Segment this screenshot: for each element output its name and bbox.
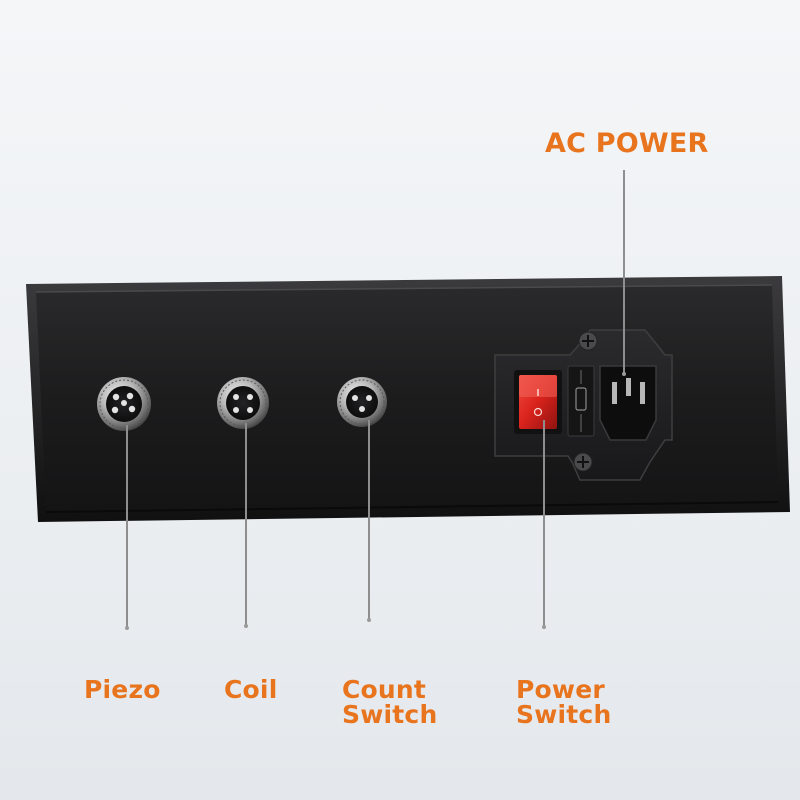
power-switch-label-line-2: Switch: [516, 700, 612, 729]
count-switch-label-line-2: Switch: [342, 700, 438, 729]
piezo-leader-line: [125, 425, 129, 630]
count-switch-label-line-1: Count: [342, 675, 427, 704]
count-switch-connector-icon: [337, 377, 387, 427]
piezo-label: Piezo: [84, 675, 161, 704]
ac-power-label: AC POWER: [545, 128, 709, 159]
iec-inlet-icon: [599, 365, 657, 441]
fuse-holder-icon: [567, 365, 595, 437]
screw-icon: [578, 331, 598, 351]
power-switch-leader-line: [542, 420, 546, 629]
rocker-switch-icon: [514, 370, 562, 434]
power-switch-label-line-1: Power: [516, 675, 605, 704]
coil-connector-icon: [217, 377, 269, 429]
count-switch-leader-line: [367, 420, 371, 622]
screw-icon: [573, 452, 593, 472]
coil-leader-line: [244, 423, 248, 628]
ac-power-leader-line: [622, 170, 626, 376]
power-entry-module: [494, 329, 673, 481]
piezo-connector-icon: [97, 377, 151, 431]
count-switch-label: Count Switch: [342, 677, 437, 727]
coil-label: Coil: [224, 675, 278, 704]
power-switch-label: Power Switch: [516, 677, 611, 727]
